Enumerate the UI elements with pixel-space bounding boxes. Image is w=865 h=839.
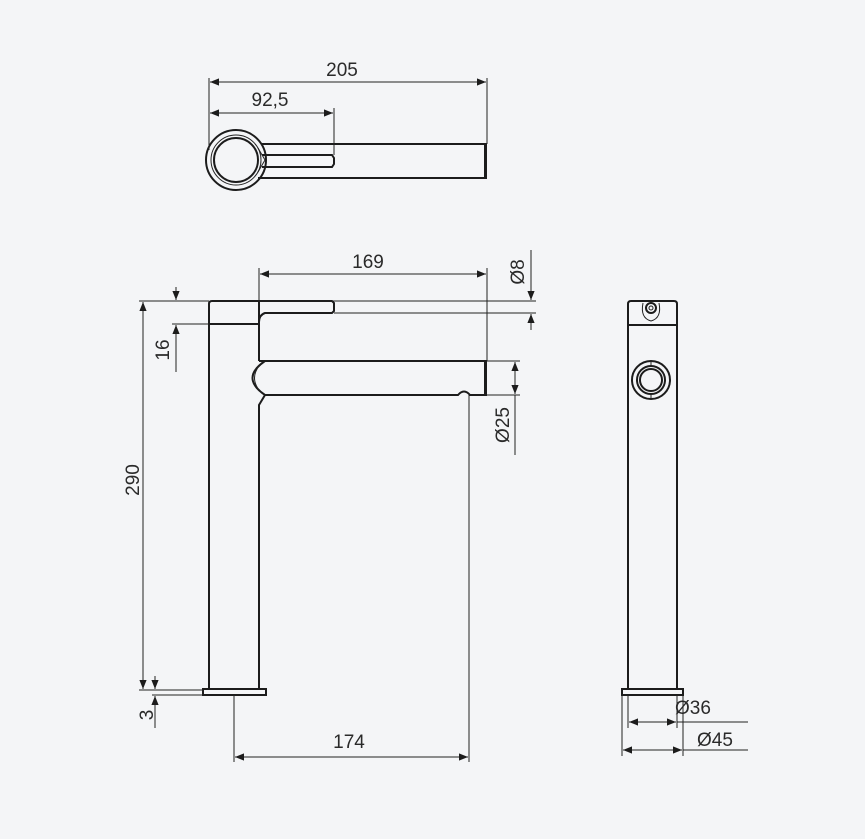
dim-cap-height: 16	[153, 339, 174, 360]
front-view: 169 Ø8 Ø25 290 16 3 174	[123, 250, 536, 762]
dim-spout-diameter: Ø25	[493, 407, 514, 443]
dim-spout-reach-top: 169	[352, 252, 384, 273]
dim-body-diameter: Ø36	[675, 698, 711, 719]
dim-base-thickness: 3	[137, 710, 158, 721]
dim-lever-diameter: Ø8	[508, 259, 529, 284]
top-view: 205 92,5	[205, 60, 488, 191]
dim-lever-length: 92,5	[252, 90, 289, 111]
dim-base-diameter: Ø45	[697, 730, 733, 751]
dim-total-height: 290	[123, 464, 144, 496]
dim-overall-length: 205	[326, 60, 358, 81]
side-view: Ø36 Ø45	[621, 300, 748, 756]
dim-spout-reach-base: 174	[333, 732, 365, 753]
